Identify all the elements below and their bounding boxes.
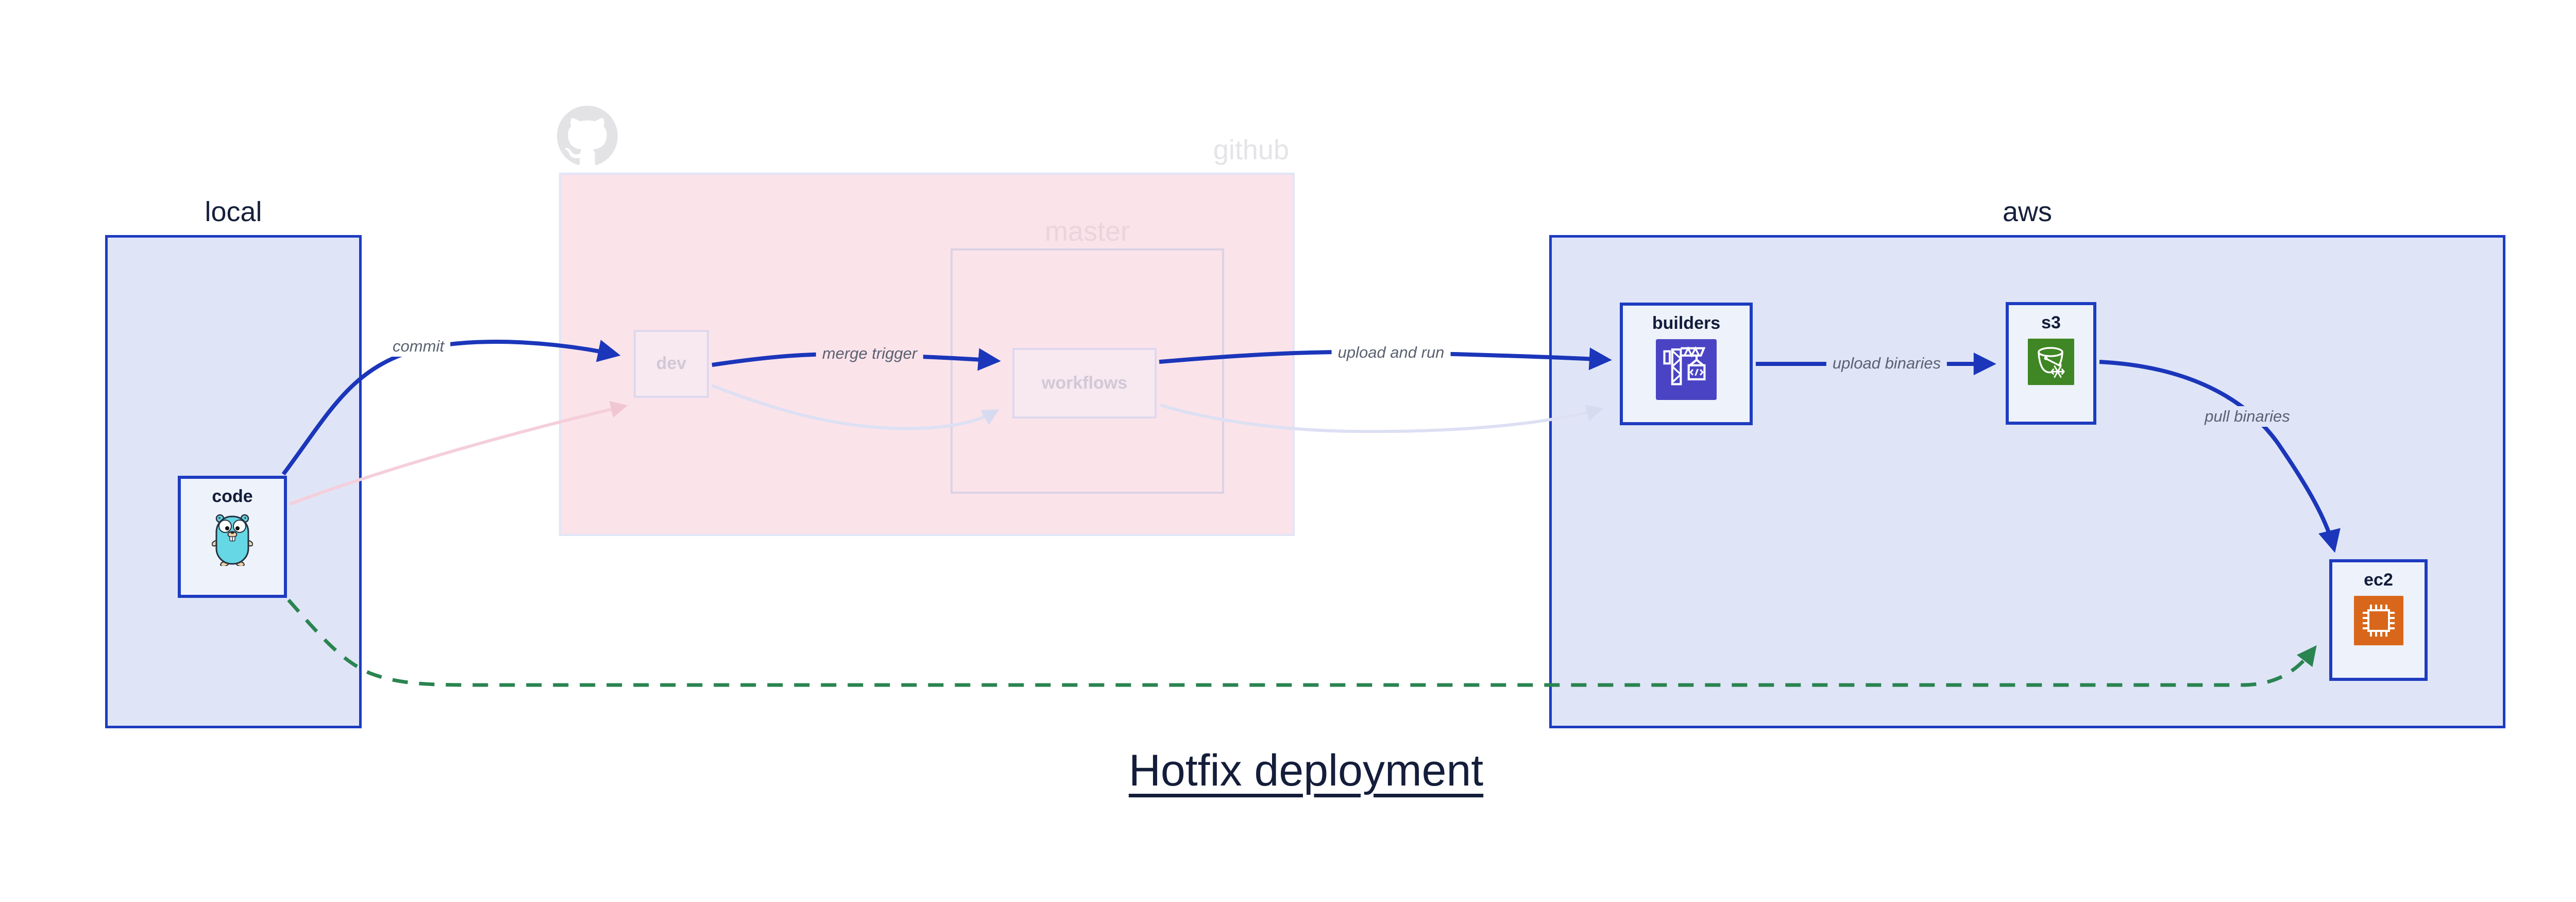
node-workflows: workflows: [1012, 348, 1157, 419]
aws-codebuild-icon: [1656, 339, 1717, 400]
edge-label-pull-binaries: pull binaries: [2198, 406, 2296, 427]
node-workflows-label: workflows: [1041, 373, 1128, 393]
node-code: code: [178, 476, 287, 598]
github-group-label: github: [1213, 135, 1289, 165]
aws-s3-bucket-icon: [2028, 339, 2074, 386]
aws-ec2-chip-icon: [2353, 596, 2403, 646]
node-ec2-label: ec2: [2364, 570, 2393, 590]
master-branch-label: master: [1044, 216, 1130, 247]
local-group-label: local: [205, 196, 262, 227]
go-gopher-icon: [211, 512, 253, 567]
node-dev: dev: [634, 330, 709, 398]
edge-label-upload-and-run: upload and run: [1331, 342, 1451, 363]
github-octocat-icon: [557, 106, 618, 169]
node-dev-label: dev: [656, 354, 687, 374]
edge-label-upload-binaries: upload binaries: [1826, 353, 1947, 374]
master-branch-box: [951, 248, 1224, 494]
node-builders: builders: [1620, 303, 1753, 425]
node-ec2: ec2: [2329, 559, 2428, 681]
node-s3-label: s3: [2041, 313, 2061, 332]
edge-label-merge-trigger: merge trigger: [816, 343, 924, 364]
node-s3: s3: [2006, 302, 2096, 425]
diagram-title: Hotfix deployment: [1128, 746, 1484, 795]
node-code-label: code: [212, 487, 253, 506]
edge-label-commit: commit: [386, 336, 450, 357]
aws-group-label: aws: [2002, 196, 2053, 227]
node-builders-label: builders: [1652, 313, 1721, 333]
